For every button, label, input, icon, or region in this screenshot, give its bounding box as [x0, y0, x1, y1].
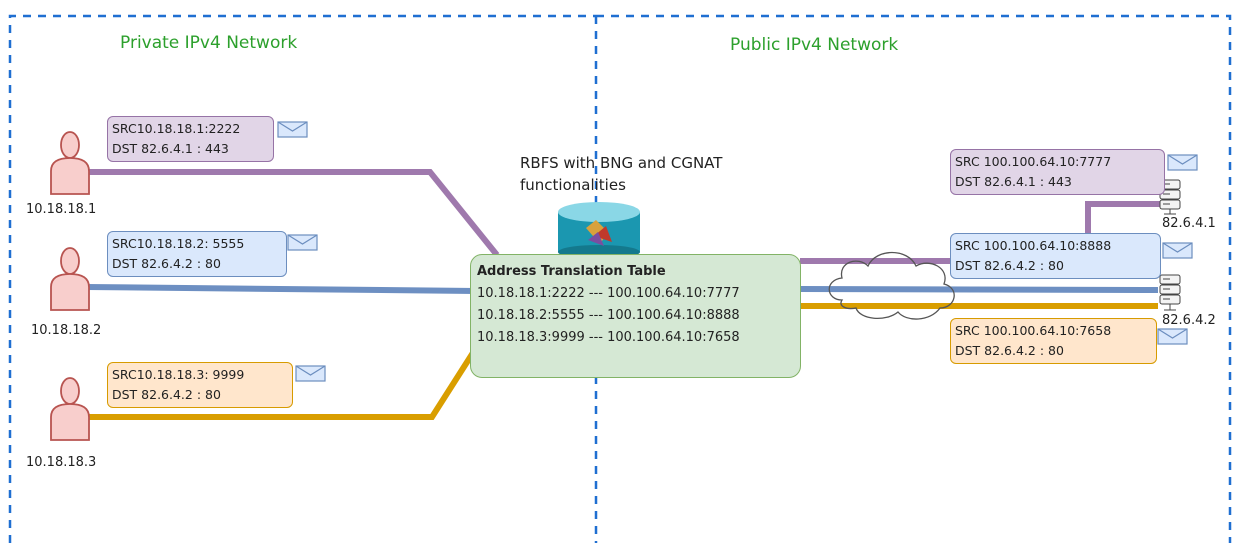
cloud-icon [828, 252, 955, 320]
server-ip-2: 82.6.4.2 [1162, 313, 1216, 328]
flow-line-2-private [85, 284, 477, 294]
private-network-title: Private IPv4 Network [120, 33, 298, 53]
router-label: RBFS with BNG and CGNAT functionalities [520, 154, 723, 194]
flow-line-3-private [86, 346, 479, 420]
server-icon-1 [1159, 179, 1181, 215]
address-translation-table: Address Translation Table 10.18.18.1:222… [470, 254, 801, 378]
packet-dst: DST 82.6.4.1 : 443 [112, 141, 229, 156]
packet-box-public-1: SRC 100.100.64.10:7777 DST 82.6.4.1 : 44… [950, 149, 1165, 195]
envelope-icon [1157, 328, 1188, 345]
packet-dst: DST 82.6.4.2 : 80 [955, 258, 1064, 273]
host-ip-3: 10.18.18.3 [26, 455, 97, 470]
user-icon-3 [50, 377, 90, 441]
envelope-icon [1167, 154, 1198, 171]
packet-box-host-1: SRC10.18.18.1:2222 DST 82.6.4.1 : 443 [107, 116, 274, 162]
packet-box-public-2: SRC 100.100.64.10:8888 DST 82.6.4.2 : 80 [950, 233, 1161, 279]
packet-box-public-3: SRC 100.100.64.10:7658 DST 82.6.4.2 : 80 [950, 318, 1157, 364]
packet-src: SRC10.18.18.3: 9999 [112, 367, 245, 382]
packet-src: SRC 100.100.64.10:8888 [955, 238, 1112, 253]
packet-dst: DST 82.6.4.2 : 80 [955, 343, 1064, 358]
envelope-icon [287, 234, 318, 251]
envelope-icon [295, 365, 326, 382]
nat-table-row: 10.18.18.3:9999 --- 100.100.64.10:7658 [477, 330, 740, 345]
packet-src: SRC10.18.18.1:2222 [112, 121, 241, 136]
packet-box-host-3: SRC10.18.18.3: 9999 DST 82.6.4.2 : 80 [107, 362, 293, 408]
flow-line-2-public [799, 286, 1159, 293]
nat-table-row: 10.18.18.1:2222 --- 100.100.64.10:7777 [477, 286, 740, 301]
user-icon-1 [50, 131, 90, 195]
packet-src: SRC10.18.18.2: 5555 [112, 236, 245, 251]
zone-boundaries [8, 14, 1232, 543]
public-network-title: Public IPv4 Network [730, 35, 899, 55]
packet-box-host-2: SRC10.18.18.2: 5555 DST 82.6.4.2 : 80 [107, 231, 287, 277]
user-icon-2 [50, 247, 90, 311]
packet-src: SRC 100.100.64.10:7777 [955, 154, 1112, 169]
envelope-icon [1162, 242, 1193, 259]
private-zone-boundary [8, 14, 596, 543]
envelope-icon [277, 121, 308, 138]
router-icon [558, 202, 640, 259]
packet-dst: DST 82.6.4.2 : 80 [112, 387, 221, 402]
server-icon-2 [1159, 274, 1181, 311]
nat-table-title: Address Translation Table [477, 264, 666, 279]
public-zone-boundary [596, 14, 1232, 543]
packet-dst: DST 82.6.4.2 : 80 [112, 256, 221, 271]
flow-line-1-private [86, 169, 500, 257]
packet-dst: DST 82.6.4.1 : 443 [955, 174, 1072, 189]
host-ip-2: 10.18.18.2 [31, 323, 102, 338]
packet-src: SRC 100.100.64.10:7658 [955, 323, 1112, 338]
server-ip-1: 82.6.4.1 [1162, 216, 1216, 231]
host-ip-1: 10.18.18.1 [26, 202, 97, 217]
flow-line-1-server [1085, 201, 1160, 241]
nat-table-row: 10.18.18.2:5555 --- 100.100.64.10:8888 [477, 308, 740, 323]
